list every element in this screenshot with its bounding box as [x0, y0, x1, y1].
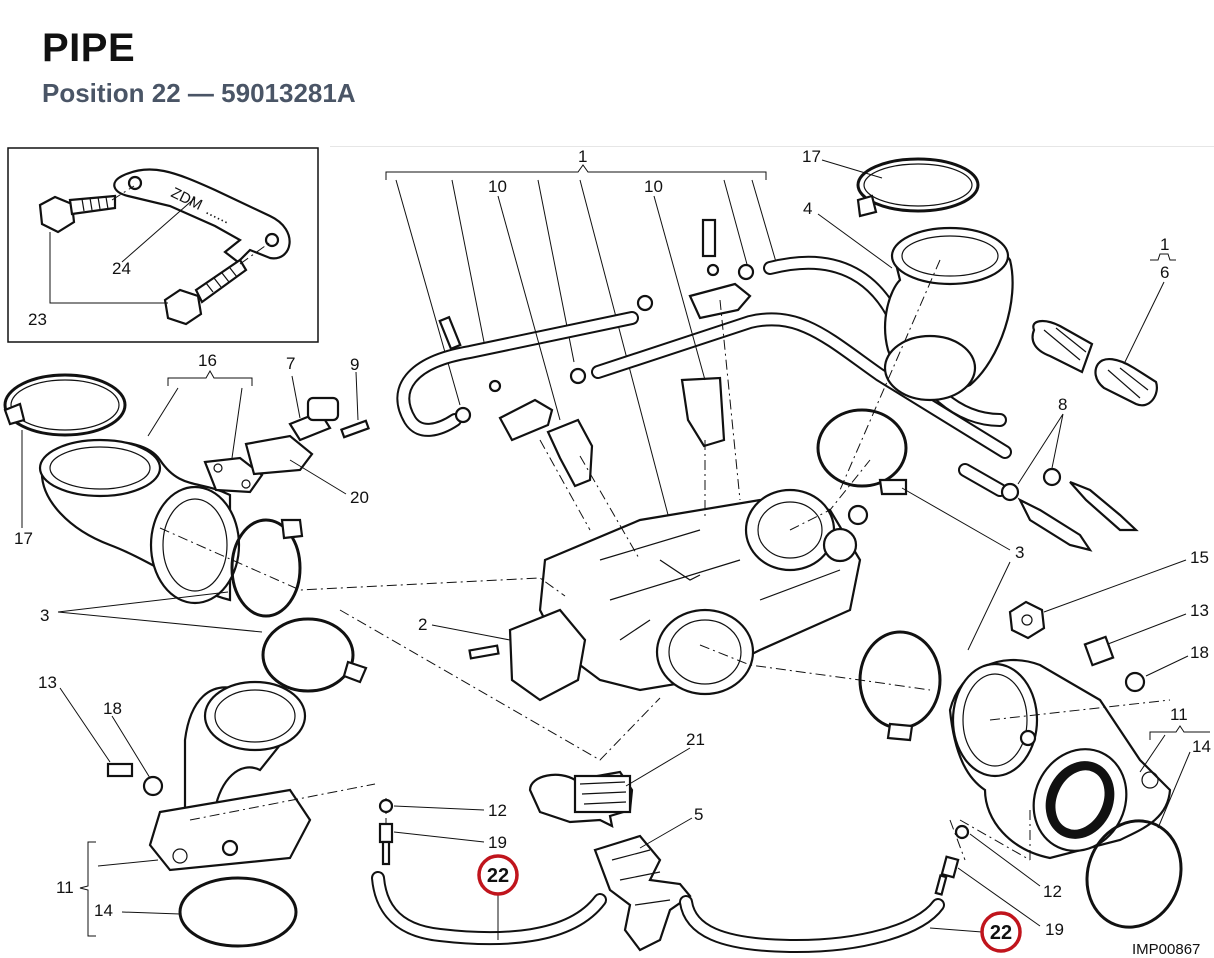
sleeve-6b — [1094, 358, 1158, 407]
tee-fitting-left — [498, 398, 554, 442]
screw-top — [701, 218, 717, 258]
reference-code: IMP00867 — [1132, 941, 1200, 958]
throttle-sensor — [508, 608, 587, 702]
label-12-left: 12 — [488, 801, 507, 820]
label-16: 16 — [198, 351, 217, 370]
label-13-right: 13 — [1190, 601, 1209, 620]
label-2: 2 — [418, 615, 427, 634]
label-17-left: 17 — [14, 529, 33, 548]
pipe-22-hoses — [371, 871, 983, 954]
label-8: 8 — [1058, 395, 1067, 414]
highlight-marker-22-left[interactable]: 22 — [477, 854, 519, 896]
washer-12-left — [378, 798, 394, 814]
flange-left — [148, 788, 312, 872]
washer-12-right — [954, 824, 970, 840]
highlight-label-right: 22 — [990, 922, 1012, 944]
washer-18-left — [142, 775, 164, 797]
o-ring-14-left — [178, 876, 298, 948]
label-14-right: 14 — [1192, 737, 1211, 756]
label-15: 15 — [1190, 548, 1209, 567]
label-7: 7 — [286, 354, 295, 373]
clamp-17-left — [3, 373, 127, 437]
lower-center-group: 21 5 — [528, 730, 705, 952]
screw-13-right — [1083, 635, 1115, 667]
injector-fittings — [438, 218, 752, 488]
bolt-head-upper — [38, 195, 76, 234]
label-1-right: 1 — [1160, 235, 1169, 254]
label-1: 1 — [578, 147, 587, 166]
label-21: 21 — [686, 730, 705, 749]
label-18-right: 18 — [1190, 643, 1209, 662]
clamp-3-left-lower — [261, 617, 355, 693]
clamp-17-right — [856, 157, 980, 213]
hose-clips — [454, 263, 1062, 502]
label-10-right: 10 — [644, 177, 663, 196]
right-manifold-group: 15 13 18 11 14 — [948, 548, 1211, 929]
label-18-left: 18 — [103, 699, 122, 718]
highlight-label-left: 22 — [487, 865, 509, 887]
washer-18-right — [1124, 671, 1146, 693]
throttle-bore-front — [655, 608, 755, 696]
sleeve-6a — [1031, 320, 1094, 374]
highlight-marker-22-right[interactable]: 22 — [980, 911, 1022, 953]
screw-13-left — [106, 762, 134, 778]
page-title: PIPE — [42, 26, 136, 70]
label-20: 20 — [350, 488, 369, 507]
clamp-3-right-upper — [816, 408, 908, 488]
right-top-group: 17 4 1 6 8 3 — [802, 147, 1176, 742]
throttle-body: 2 — [418, 488, 869, 702]
label-14-left: 14 — [94, 901, 113, 920]
page-subtitle: Position 22 — 59013281A — [42, 78, 356, 108]
label-19-left: 19 — [488, 833, 507, 852]
gasket-plate — [203, 456, 264, 494]
label-6: 6 — [1160, 263, 1169, 282]
injector-right — [680, 376, 726, 448]
o-ring-14-right — [1085, 819, 1183, 929]
label-11-right: 11 — [1170, 705, 1188, 724]
inset-box: ZDM ...... 24 23 — [7, 147, 319, 343]
label-13-left: 13 — [38, 673, 57, 692]
label-12-right: 12 — [1043, 882, 1062, 901]
label-24: 24 — [112, 259, 131, 278]
label-17-right: 17 — [802, 147, 821, 166]
left-intake-group: 17 16 7 9 20 3 — [3, 351, 370, 948]
assembly-1-bracket: 1 — [385, 147, 777, 531]
label-23: 23 — [28, 310, 47, 329]
clamp-3-right-lower — [858, 630, 942, 730]
fitting-19-right — [940, 855, 960, 879]
header-divider — [330, 146, 1214, 147]
label-11-left: 11 — [56, 878, 74, 897]
clamp-3-left-upper — [230, 518, 302, 618]
gasket-20 — [244, 434, 314, 476]
fitting-19-left — [378, 822, 394, 844]
assembly-lines — [159, 259, 1171, 861]
injector-left — [546, 418, 594, 488]
label-4: 4 — [803, 199, 812, 218]
fittings-12-19: 12 19 12 19 — [378, 798, 1064, 939]
label-10-left: 10 — [488, 177, 507, 196]
label-3-right: 3 — [1015, 543, 1024, 562]
bracket-5 — [593, 834, 692, 952]
label-19-right: 19 — [1045, 920, 1064, 939]
nut-15 — [1008, 600, 1046, 640]
label-5: 5 — [694, 805, 703, 824]
label-3-left: 3 — [40, 606, 49, 625]
bolt-head-lower — [163, 288, 203, 326]
zdm-bracket — [113, 168, 291, 264]
label-9: 9 — [350, 355, 359, 374]
